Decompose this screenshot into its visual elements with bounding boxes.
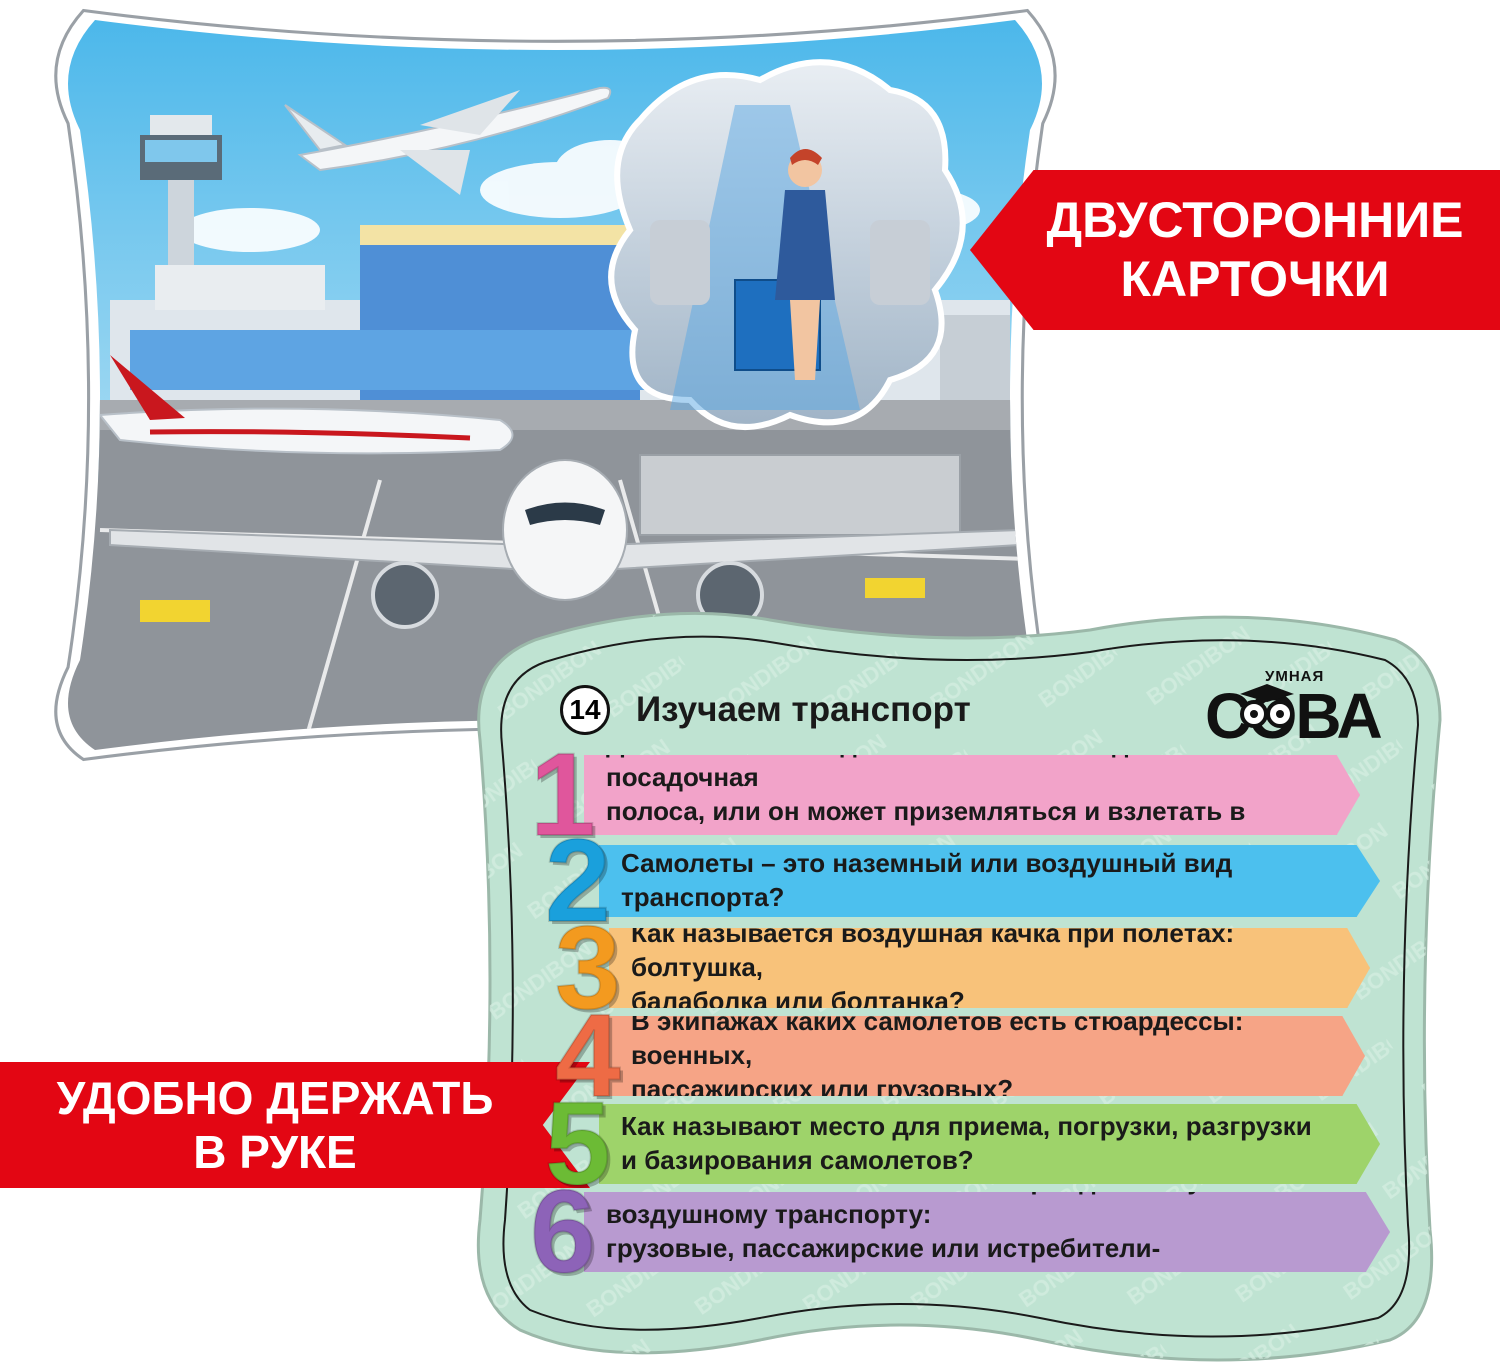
question-number: 6 [529,1166,597,1298]
question-text-line2: грузовые, пассажирские или истребители-б… [606,1233,1161,1272]
question-text-line1: В экипажах каких самолётов есть стюардес… [631,1006,1244,1071]
question-text-line2: пассажирских или грузовых? [631,1073,1014,1104]
question-text: Какие самолёты не относятся к гражданско… [584,1192,1390,1272]
question-text: В экипажах каких самолётов есть стюардес… [609,1006,1365,1104]
front-airplane [109,454,1021,629]
cabin-bubble [608,59,966,430]
question-box: Как называют место для приема, погрузки,… [599,1104,1380,1184]
banner-double-sided: ДВУСТОРОННИЕ КАРТОЧКИ [970,170,1500,330]
owl-eyes-icon [1240,684,1294,728]
question-text: Как называется воздушная качка при полёт… [609,918,1370,1016]
question-text-line2: балаболка или болтанка? [631,985,965,1016]
card-number: 14 [560,685,610,735]
question-item: 3 Как называется воздушная качка при пол… [554,908,1370,1028]
question-text-line1: Для взлета и посадки самолета необходима… [606,755,1298,793]
logo-small-text: УМНАЯ [1265,668,1325,685]
front-card [54,8,1057,762]
question-number: 1 [529,729,597,861]
flying-airplane [284,86,612,195]
question-box: Какие самолёты не относятся к гражданско… [584,1192,1390,1272]
question-text: Самолеты – это наземный или воздушный ви… [599,847,1380,915]
question-item: 6 Какие самолёты не относятся к гражданс… [529,1172,1390,1292]
question-number: 5 [544,1078,612,1210]
question-item: 5 Как называют место для приема, погрузк… [544,1084,1380,1204]
question-item: 1 Для взлета и посадки самолета необходи… [529,735,1360,855]
card-header: 14 Изучаем транспорт [560,680,1360,740]
banner-top-line1: ДВУСТОРОННИЕ [1046,192,1464,248]
question-text-line1: Самолеты – это наземный или воздушный ви… [621,848,1233,912]
question-box: Для взлета и посадки самолета необходима… [584,755,1360,835]
question-text: Как называют место для приема, погрузки,… [599,1110,1352,1178]
banner-bottom-line2: В РУКЕ [193,1126,357,1178]
question-box: Как называется воздушная качка при полёт… [609,928,1370,1008]
parked-airplane [98,355,514,455]
question-box: Самолеты – это наземный или воздушный ви… [599,845,1380,917]
question-text-line1: Как называют место для приема, погрузки,… [621,1111,1312,1142]
question-number: 2 [544,815,612,947]
question-box: В экипажах каких самолётов есть стюардес… [609,1016,1365,1096]
banner-bottom-line1: УДОБНО ДЕРЖАТЬ [56,1071,494,1124]
banner-easy-to-hold: УДОБНО ДЕРЖАТЬ В РУКЕ [0,1062,590,1188]
question-text: Для взлета и посадки самолета необходима… [584,755,1360,835]
question-text-line2: и базирования самолетов? [621,1145,974,1175]
question-item: 4 В экипажах каких самолётов есть стюард… [554,996,1365,1116]
card-title: Изучаем транспорт [636,690,971,729]
banner-top-line2: КАРТОЧКИ [1120,251,1390,307]
question-text-line2: полоса, или он может приземляться и взле… [606,796,1246,835]
question-text-line1: Какие самолёты не относятся к гражданско… [606,1192,1202,1230]
question-number: 4 [554,990,622,1122]
question-text-line1: Как называется воздушная качка при полёт… [631,918,1235,983]
question-item: 2 Самолеты – это наземный или воздушный … [544,821,1380,941]
question-number: 3 [554,902,622,1034]
